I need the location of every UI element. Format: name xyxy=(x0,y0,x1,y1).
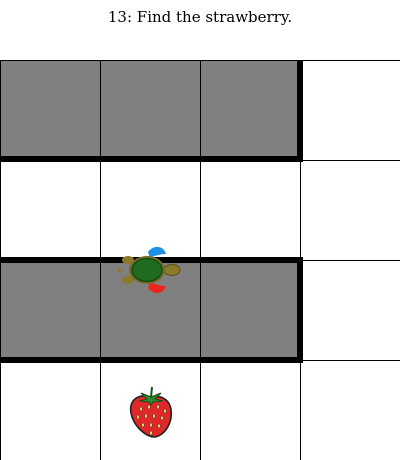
wall-border xyxy=(0,257,303,263)
floor-cell[interactable] xyxy=(300,160,400,260)
wall-cell xyxy=(0,60,100,160)
floor-cell[interactable] xyxy=(300,260,400,360)
floor-cell[interactable] xyxy=(0,360,100,460)
floor-cell[interactable] xyxy=(0,160,100,260)
wall-border xyxy=(0,357,303,363)
level-title: 13: Find the strawberry. xyxy=(107,8,293,26)
floor-cell[interactable] xyxy=(300,360,400,460)
game-board xyxy=(0,60,400,460)
floor-cell[interactable] xyxy=(100,160,200,260)
floor-cell[interactable] xyxy=(200,160,300,260)
wall-border xyxy=(297,60,303,162)
wall-cell xyxy=(200,60,300,160)
wall-cell xyxy=(200,260,300,360)
wall-border xyxy=(297,260,303,362)
wall-cell xyxy=(100,60,200,160)
floor-cell[interactable] xyxy=(100,360,200,460)
floor-cell[interactable] xyxy=(300,60,400,160)
wall-cell xyxy=(100,260,200,360)
wall-border xyxy=(0,156,303,162)
floor-cell[interactable] xyxy=(200,360,300,460)
wall-cell xyxy=(0,260,100,360)
